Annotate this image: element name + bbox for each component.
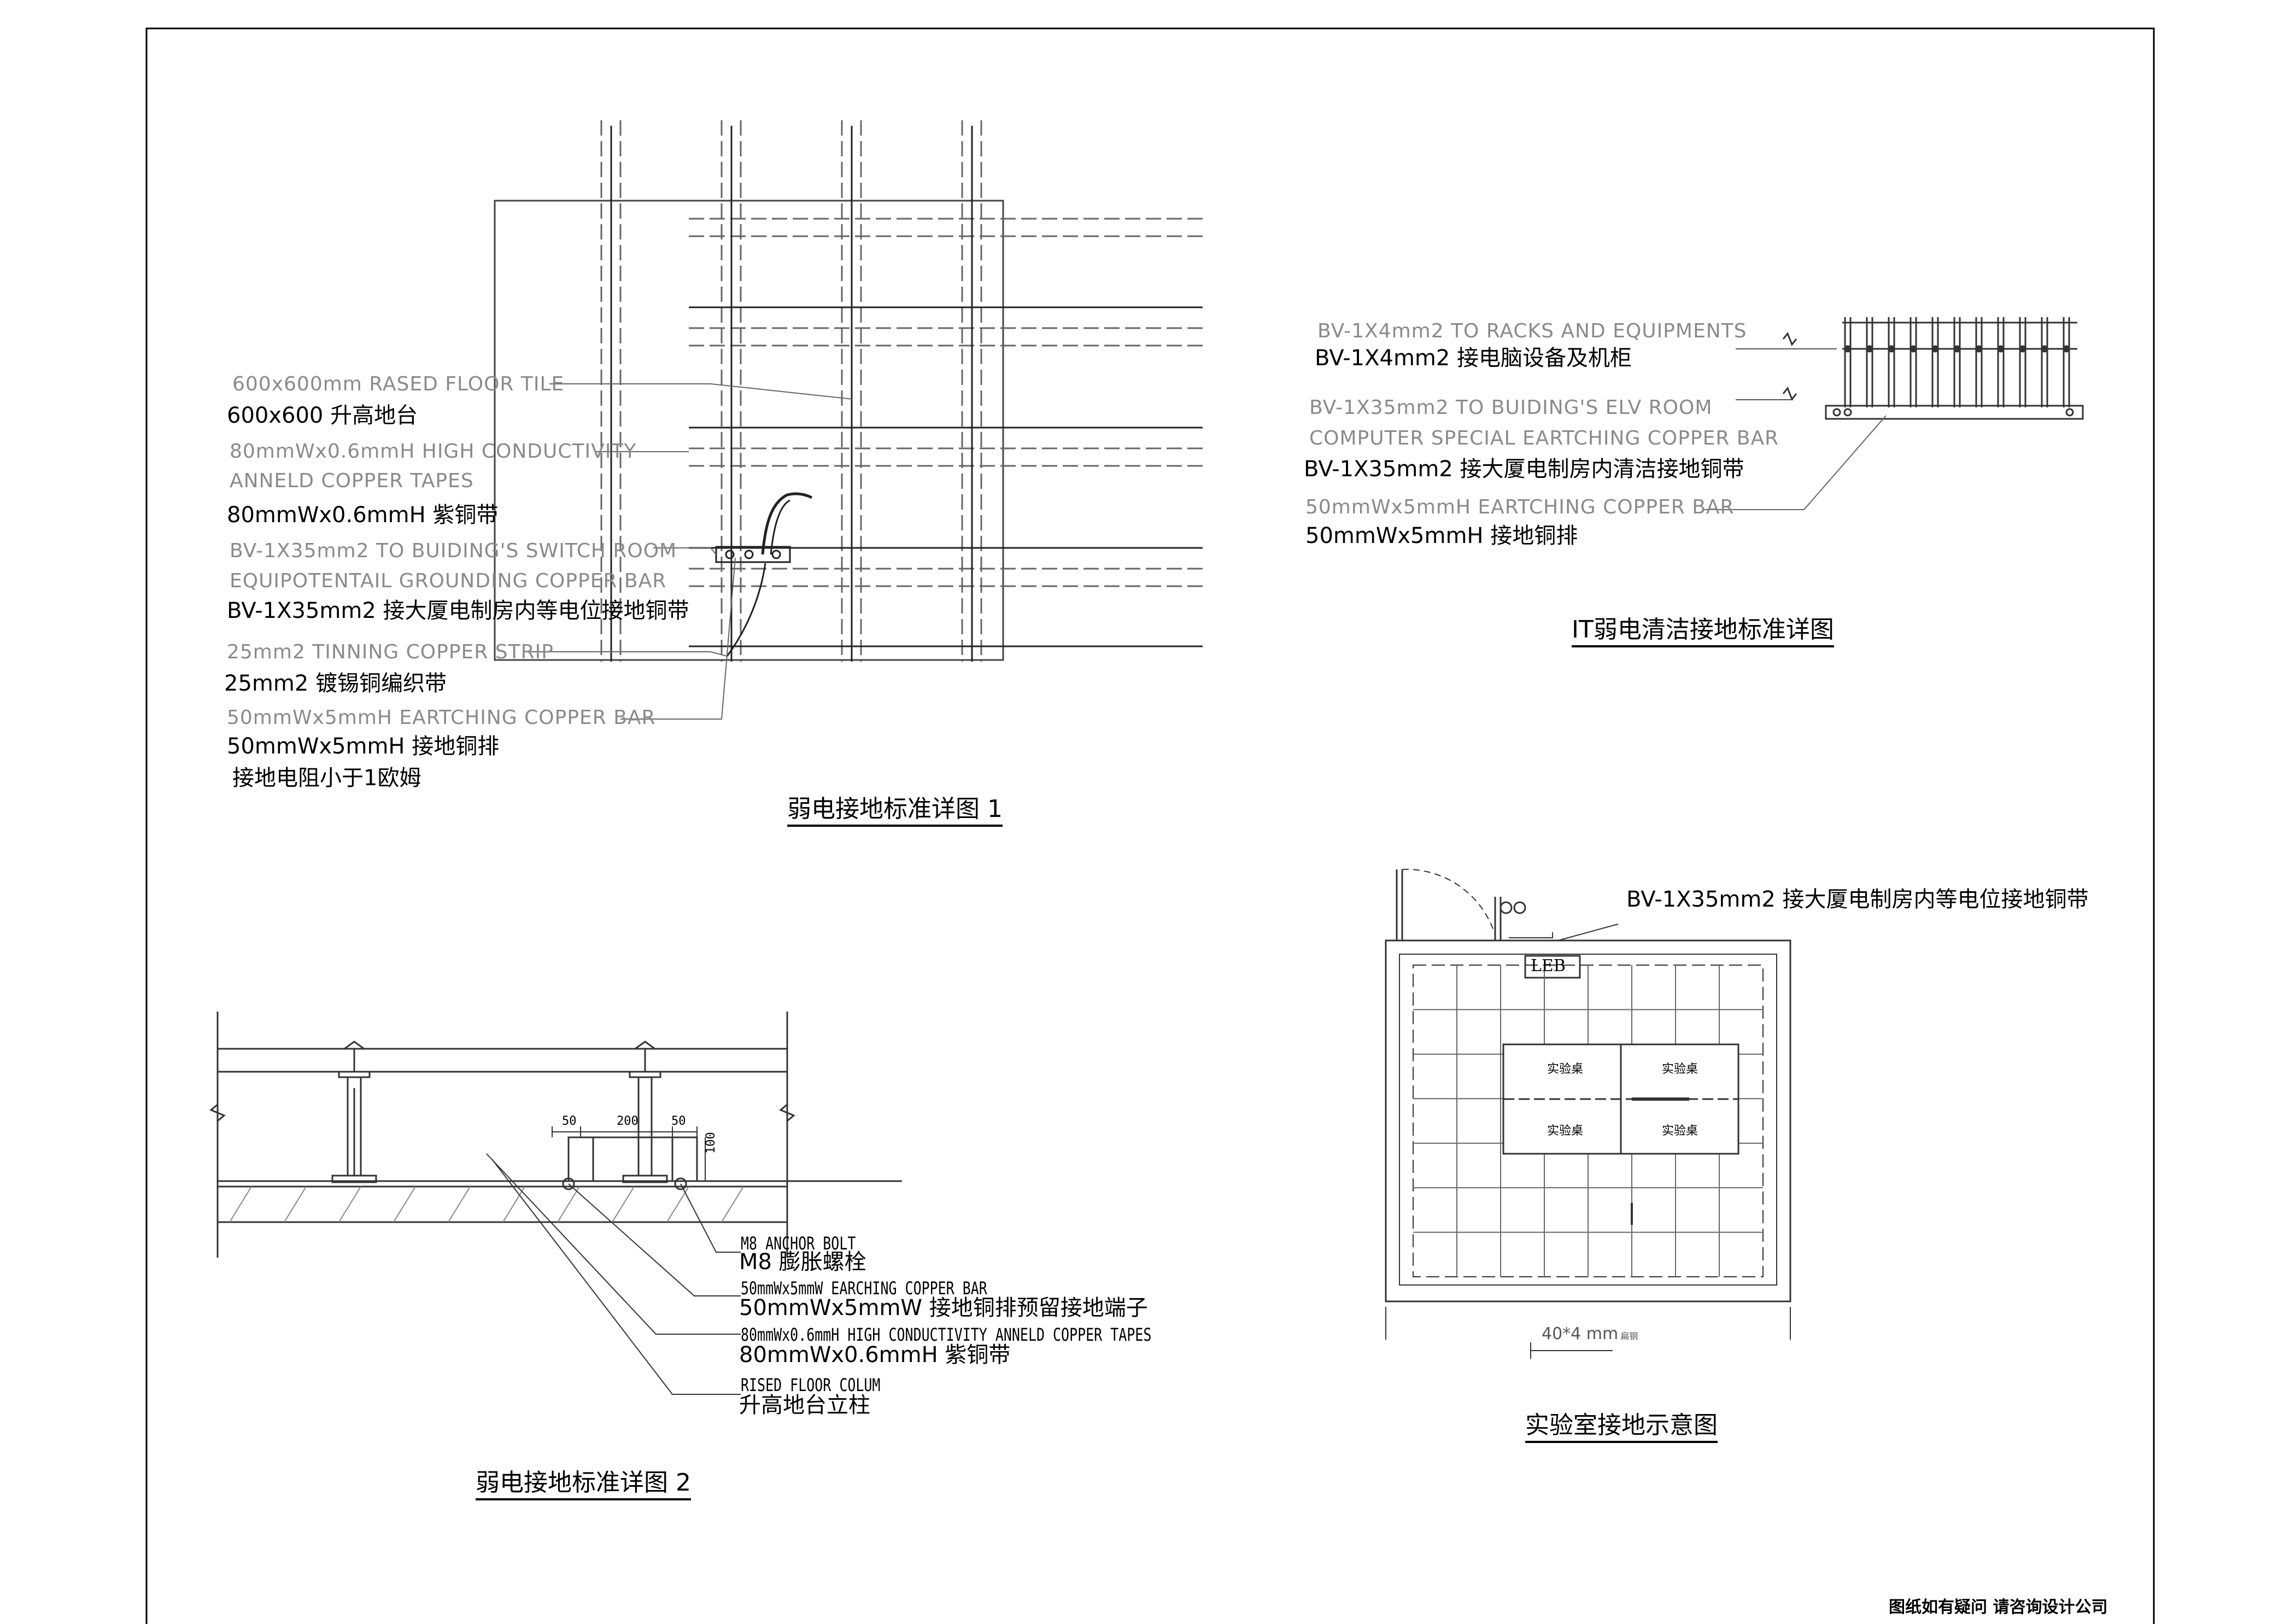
rack-node <box>1997 345 2005 353</box>
detail1-leaders <box>530 383 853 720</box>
it-bar-en: 50mmWx5mmH EARTCHING COPPER BAR <box>1305 496 1735 518</box>
detail-it-title: IT弱电清洁接地标准详图 <box>1572 618 1834 647</box>
d1-tape-cn: 80mmWx0.6mmH 紫铜带 <box>227 503 499 528</box>
d1-bar-en: 50mmWx5mmH EARTCHING COPPER BAR <box>227 706 656 729</box>
sheet-border <box>145 27 2155 1624</box>
d2-dim-3: 50 <box>671 1114 686 1128</box>
d2-dim-2: 200 <box>617 1114 639 1128</box>
d1-bar-cn: 50mmWx5mmH 接地铜排 <box>227 734 500 759</box>
rack-node <box>2019 345 2026 353</box>
d2-tape-cn: 80mmWx0.6mmH 紫铜带 <box>739 1342 1011 1368</box>
d1-bv-en2: EQUIPOTENTAIL GROUNDING COPPER BAR <box>230 570 667 592</box>
detail2-title: 弱电接地标准详图 2 <box>476 1471 691 1500</box>
d1-strip-en: 25mm2 TINNING COPPER STRIP <box>227 641 554 663</box>
it-bar-cn: 50mmWx5mmH 接地铜排 <box>1305 523 1578 548</box>
d1-bv-en1: BV-1X35mm2 TO BUIDING'S SWITCH ROOM <box>230 540 677 562</box>
detail1-drawing <box>494 120 1203 662</box>
rack-node <box>1975 345 1983 353</box>
rack-node <box>1910 345 1917 353</box>
rack-node <box>2041 345 2048 353</box>
rack-node <box>1866 345 1873 353</box>
footer-note: 图纸如有疑问 请咨询设计公司 <box>1889 1598 2108 1617</box>
d2-anchor-cn: M8 膨胀螺栓 <box>739 1249 866 1275</box>
rack-node <box>2063 345 2070 353</box>
lab-bench-4: 实验桌 <box>1662 1124 1698 1138</box>
d2-colum-en: RISED FLOOR COLUM <box>741 1375 881 1395</box>
rack-node <box>1953 345 1961 353</box>
lab-leb: LEB <box>1531 956 1566 975</box>
d1-bv-cn: BV-1X35mm2 接大厦电制房内等电位接地铜带 <box>227 598 689 623</box>
lab-drawing <box>1385 868 1791 1359</box>
d2-tape-en: 80mmWx0.6mmH HIGH CONDUCTIVITY ANNELD CO… <box>741 1324 1152 1345</box>
rack-node <box>1844 345 1852 353</box>
rack-node <box>1888 345 1895 353</box>
d1-strip-cn: 25mm2 镀锡铜编织带 <box>224 671 447 696</box>
lab-bench-2: 实验桌 <box>1662 1062 1698 1076</box>
d2-dim-4: 100 <box>704 1132 718 1154</box>
d2-colum-cn: 升高地台立柱 <box>739 1393 870 1418</box>
detail-it-drawing <box>1703 317 2084 510</box>
d2-bar-cn: 50mmWx5mmW 接地铜排预留接地端子 <box>739 1295 1148 1321</box>
d2-anchor-en: M8 ANCHOR BOLT <box>741 1233 856 1254</box>
lab-bench-3: 实验桌 <box>1547 1124 1584 1138</box>
d1-tape-en1: 80mmWx0.6mmH HIGH CONDUCTIVITY <box>230 440 637 463</box>
it-elv-en1: BV-1X35mm2 TO BUIDING'S ELV ROOM <box>1309 396 1713 419</box>
lab-strip-suffix: 扁钢 <box>1620 1331 1638 1341</box>
it-racks-en: BV-1X4mm2 TO RACKS AND EQUIPMENTS <box>1317 320 1747 342</box>
lab-strip-size: 40*4 mm <box>1542 1324 1619 1343</box>
it-elv-cn: BV-1X35mm2 接大厦电制房内清洁接地铜带 <box>1304 457 1744 482</box>
d2-bar-en: 50mmWx5mmW EARCHING COPPER BAR <box>741 1278 987 1299</box>
d2-dim-1: 50 <box>562 1114 577 1128</box>
lab-title: 实验室接地示意图 <box>1525 1413 1718 1443</box>
d1-tape-en2: ANNELD COPPER TAPES <box>230 470 474 492</box>
rack-node <box>1931 345 1939 353</box>
detail1-title: 弱电接地标准详图 1 <box>787 797 1003 827</box>
detail2-drawing <box>209 1012 902 1395</box>
it-elv-en2: COMPUTER SPECIAL EARTCHING COPPER BAR <box>1309 427 1779 449</box>
lab-bench-1: 实验桌 <box>1547 1062 1584 1076</box>
d1-resist-cn: 接地电阻小于1欧姆 <box>232 766 421 791</box>
d1-tile-cn: 600x600 升高地台 <box>227 403 418 428</box>
it-racks-cn: BV-1X4mm2 接电脑设备及机柜 <box>1315 346 1632 371</box>
lab-bv-cn: BV-1X35mm2 接大厦电制房内等电位接地铜带 <box>1626 887 2089 912</box>
d1-tile-en: 600x600mm RASED FLOOR TILE <box>232 373 565 395</box>
